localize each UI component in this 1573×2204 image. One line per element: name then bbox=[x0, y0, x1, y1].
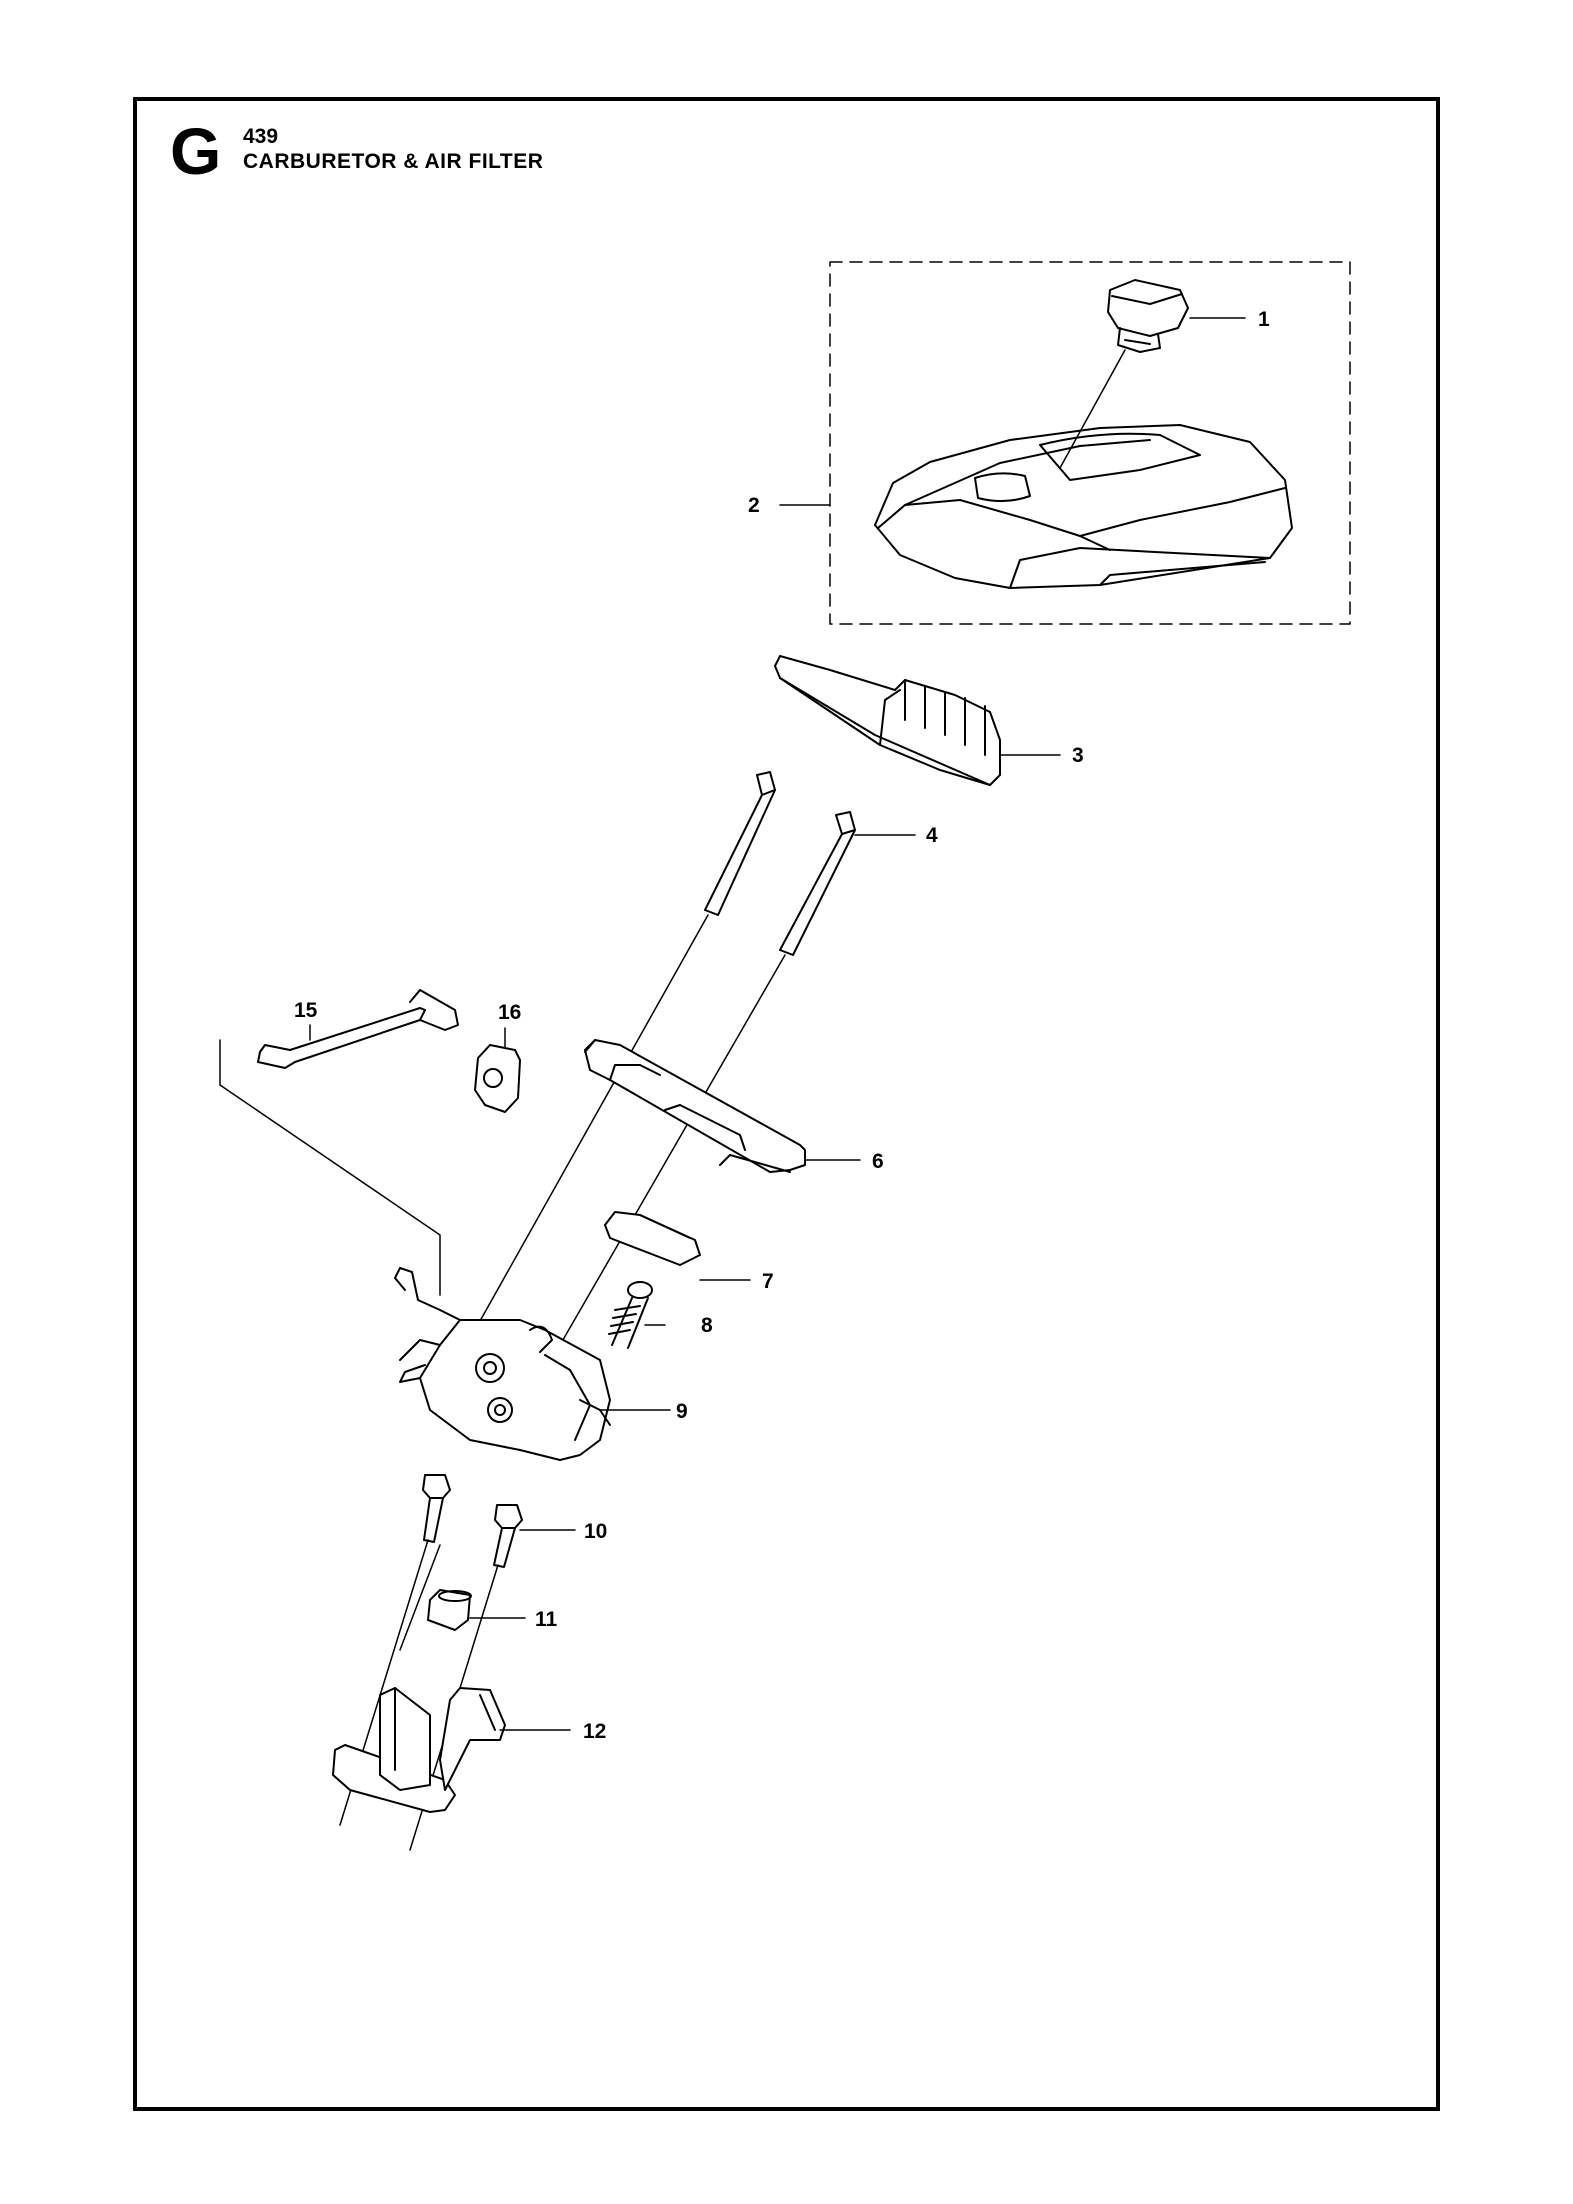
diagram-title: CARBURETOR & AIR FILTER bbox=[243, 150, 544, 173]
part-9-carburetor[interactable] bbox=[394, 1267, 611, 1461]
part-3-air-filter-element[interactable] bbox=[774, 655, 1001, 786]
callout-9: 9 bbox=[676, 1400, 688, 1423]
callout-16: 16 bbox=[498, 1001, 521, 1024]
model-number: 439 bbox=[243, 125, 279, 148]
callout-4: 4 bbox=[926, 824, 938, 847]
page-frame bbox=[133, 97, 1440, 2111]
part-8-screw[interactable] bbox=[608, 1281, 653, 1349]
callout-6: 6 bbox=[872, 1150, 884, 1173]
callout-3: 3 bbox=[1072, 744, 1084, 767]
callout-7: 7 bbox=[762, 1270, 774, 1293]
callout-leaders bbox=[309, 317, 1246, 1731]
callout-1: 1 bbox=[1258, 308, 1270, 331]
callout-15: 15 bbox=[294, 999, 318, 1022]
part-1-knob[interactable] bbox=[1107, 279, 1189, 353]
part-1-leader bbox=[1059, 349, 1126, 469]
section-letter: G bbox=[170, 114, 222, 188]
callout-8: 8 bbox=[701, 1314, 713, 1337]
callout-12: 12 bbox=[583, 1720, 606, 1743]
throttle-link-line bbox=[219, 1039, 441, 1296]
part-6-carb-flange[interactable] bbox=[584, 1039, 806, 1173]
callout-10: 10 bbox=[584, 1520, 607, 1543]
part-7-gasket[interactable] bbox=[604, 1211, 701, 1266]
part-11-sleeve[interactable] bbox=[427, 1589, 472, 1631]
part-4-long-bolts[interactable] bbox=[704, 771, 856, 956]
part-12-intake-manifold[interactable] bbox=[332, 1687, 506, 1813]
part-15-throttle-rod[interactable] bbox=[257, 989, 459, 1069]
callout-labels: 1 2 3 4 6 7 8 9 10 11 12 15 16 bbox=[294, 308, 1270, 1743]
callout-2: 2 bbox=[748, 494, 760, 517]
part-2-air-filter-cover[interactable] bbox=[874, 424, 1293, 589]
part-16-clip[interactable] bbox=[474, 1044, 521, 1113]
part-10-short-bolts[interactable] bbox=[422, 1474, 523, 1568]
callout-11: 11 bbox=[535, 1608, 558, 1631]
kit-dashed-box bbox=[829, 261, 1351, 625]
